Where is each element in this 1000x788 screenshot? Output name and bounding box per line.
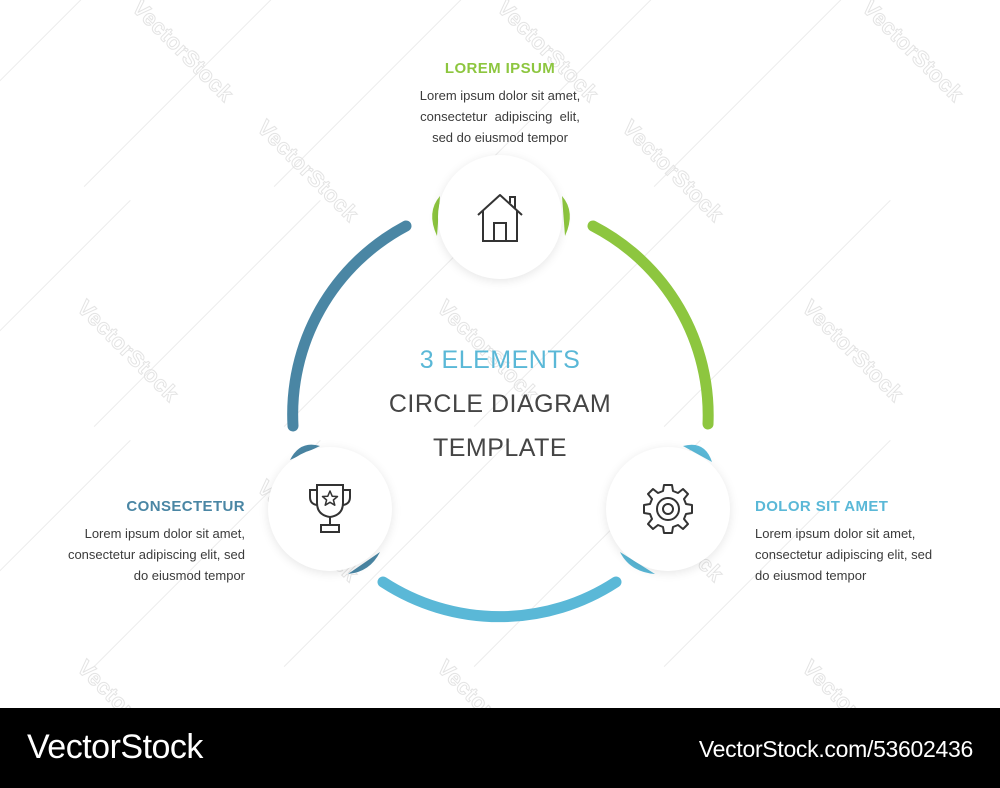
body-line: Lorem ipsum dolor sit amet, <box>419 88 581 103</box>
gear-icon <box>643 484 693 534</box>
node-dolor-sit-amet <box>606 447 730 571</box>
text-block-consectetur: CONSECTETUR Lorem ipsum dolor sit amet, … <box>30 498 245 586</box>
node-lorem-ipsum <box>438 155 562 279</box>
arc-consectetur <box>287 220 412 432</box>
text-block-lorem-ipsum: LOREM IPSUM Lorem ipsum dolor sit amet, … <box>350 60 650 148</box>
title-line-2: CIRCLE DIAGRAM <box>388 390 612 418</box>
house-icon <box>477 194 523 242</box>
body-line: do eiusmod tempor <box>133 568 245 583</box>
body-line: sed do eiusmod tempor <box>432 130 568 145</box>
heading-dolor-sit-amet: DOLOR SIT AMET <box>755 498 889 515</box>
body-consectetur: Lorem ipsum dolor sit amet, consectetur … <box>30 523 245 586</box>
circle-ring <box>287 196 714 623</box>
title-line-3: TEMPLATE <box>432 434 568 462</box>
diagram-title: 3 ELEMENTS CIRCLE DIAGRAM TEMPLATE <box>300 338 700 470</box>
body-dolor-sit-amet: Lorem ipsum dolor sit amet, consectetur … <box>755 523 975 586</box>
heading-lorem-ipsum: LOREM IPSUM <box>444 60 556 77</box>
watermark-footer: VectorStock VectorStock.com/53602436 <box>0 708 1000 788</box>
text-block-dolor-sit-amet: DOLOR SIT AMET Lorem ipsum dolor sit ame… <box>755 498 975 586</box>
body-line: Lorem ipsum dolor sit amet, <box>84 526 245 541</box>
body-lorem-ipsum: Lorem ipsum dolor sit amet, consectetur … <box>350 85 650 148</box>
vectorstock-logo: VectorStock <box>27 728 203 766</box>
trophy-icon <box>309 484 351 533</box>
image-id-url: VectorStock.com/53602436 <box>698 736 973 762</box>
arc-lorem-ipsum <box>587 220 714 430</box>
heading-consectetur: CONSECTETUR <box>126 498 245 515</box>
arc-dolor-sit-amet <box>377 576 622 623</box>
title-line-1: 3 ELEMENTS <box>419 346 581 374</box>
accent-left-bottom <box>348 552 380 574</box>
body-line: do eiusmod tempor <box>755 568 867 583</box>
accent-right-top <box>683 444 712 462</box>
body-line: consectetur adipiscing elit, sed <box>755 547 933 562</box>
accent-top-right <box>562 196 570 236</box>
body-line: consectetur adipiscing elit, <box>420 109 580 124</box>
body-line: consectetur adipiscing elit, sed <box>67 547 245 562</box>
node-consectetur <box>268 447 392 571</box>
body-line: Lorem ipsum dolor sit amet, <box>755 526 916 541</box>
